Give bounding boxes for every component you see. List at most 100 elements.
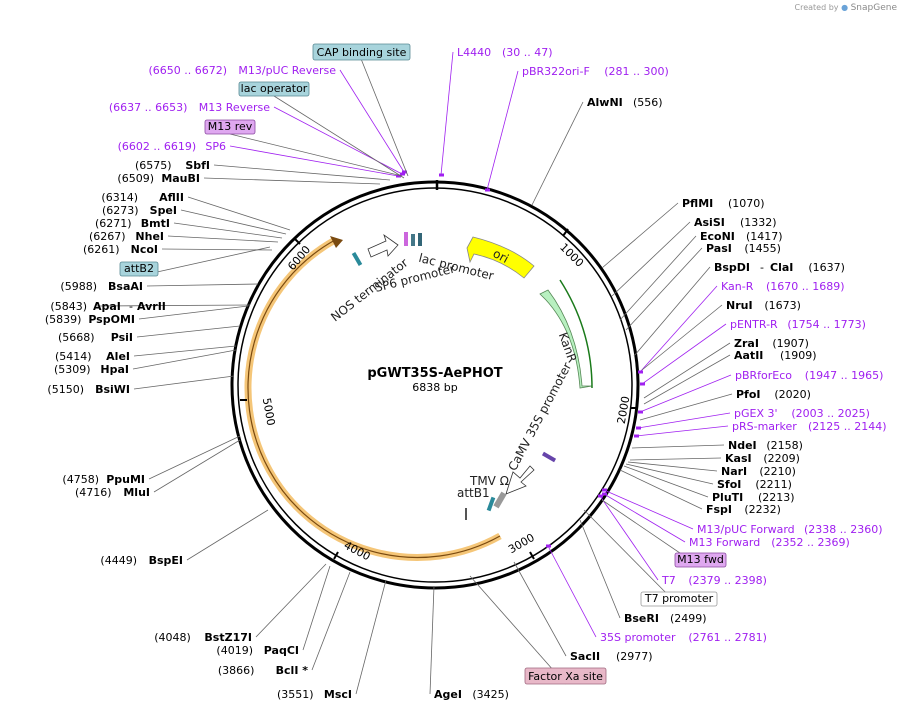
enzyme-position: (2499)	[670, 612, 707, 625]
leader-line	[531, 101, 584, 206]
primer-label: M13 Forward	[689, 536, 760, 549]
nos-terminator-label: NOS terminator	[328, 256, 410, 325]
kanr-line	[559, 279, 593, 389]
leader-line	[601, 202, 679, 269]
leader-line	[631, 444, 725, 449]
leader-line	[146, 283, 259, 287]
enzyme-label: PspOMI	[88, 313, 135, 326]
camv-35s-arrow	[505, 465, 535, 495]
primer-range: (2352 .. 2369)	[771, 536, 850, 549]
primer-mark	[640, 382, 645, 386]
leader-line	[583, 509, 680, 607]
enzyme-label: BseRI	[624, 612, 659, 625]
enzyme-position: (2211)	[755, 478, 792, 491]
leader-line	[186, 509, 269, 561]
enzyme-label: FspI	[706, 503, 732, 516]
enzyme-label: AsiSI	[694, 216, 725, 229]
enzyme-position: (4019)	[216, 644, 253, 657]
enzyme-position: (556)	[633, 96, 663, 109]
enzyme-position: (5309)	[54, 363, 91, 376]
leader-line	[625, 247, 703, 331]
enzyme-position: (4048)	[154, 631, 191, 644]
leader-line	[361, 59, 409, 177]
primer-range: (2338 .. 2360)	[804, 523, 883, 536]
enzyme-label: PflMI	[682, 197, 713, 210]
primer-mark	[638, 370, 643, 374]
leader-line	[133, 345, 237, 357]
leader-line	[619, 469, 703, 510]
boxed-label: CAP binding site	[317, 46, 407, 59]
enzyme-label: BspDI	[714, 261, 750, 274]
leader-line	[623, 465, 709, 498]
primer-range: (6637 .. 6653)	[109, 101, 188, 114]
leader-line	[229, 145, 399, 177]
plasmid-name: pGWT35S-AePHOT	[367, 366, 502, 381]
primer-label: Kan-R	[721, 280, 754, 293]
primer-label: pRS-marker	[732, 420, 797, 433]
enzyme-position: (4716)	[75, 486, 112, 499]
enzyme-label: NruI	[726, 299, 753, 312]
enzyme-label: NdeI	[728, 439, 757, 452]
primer-mark	[602, 488, 607, 492]
primer-mark	[634, 434, 639, 438]
leader-line	[153, 439, 241, 493]
boxed-label-bg	[640, 591, 718, 607]
tick-label: 2000	[615, 395, 633, 425]
enzyme-label: PluTI	[712, 491, 743, 504]
leader-line	[547, 545, 597, 638]
enzyme-label: AleI	[106, 350, 130, 363]
primer-label: M13 Reverse	[199, 101, 270, 114]
primer-range: (2003 .. 2025)	[791, 407, 870, 420]
primer-range: (1670 .. 1689)	[766, 280, 845, 293]
enzyme-label: ZraI	[734, 337, 759, 350]
enzyme-position: (5668)	[58, 331, 95, 344]
leader-line	[167, 235, 279, 243]
leader-line	[203, 177, 381, 185]
enzyme-position: (1673)	[764, 299, 801, 312]
leader-line	[625, 463, 714, 485]
primer-label: SP6	[205, 140, 226, 153]
boxed-label: Factor Xa site	[528, 670, 603, 683]
leader-line	[643, 342, 731, 399]
enzyme-position: (2213)	[758, 491, 795, 504]
leader-line	[641, 323, 727, 385]
enzyme-label: BsaAI	[108, 280, 143, 293]
enzyme-label: AlwNI	[587, 96, 623, 109]
enzyme-label: ApaI	[93, 300, 121, 313]
leader-line	[311, 571, 351, 671]
credit-app: SnapGene	[850, 3, 897, 13]
tick-mark	[562, 228, 569, 237]
enzyme-position: (2158)	[766, 439, 803, 452]
enzyme-label: EcoNI	[700, 230, 735, 243]
enzyme-dash: -	[760, 261, 764, 274]
primer-range: (30 .. 47)	[502, 46, 553, 59]
primer-label: pBRforEco	[735, 369, 792, 382]
enzyme-position: (4449)	[100, 554, 137, 567]
leader-line	[637, 412, 731, 429]
leader-line	[641, 304, 723, 371]
enzyme-position: (1637)	[808, 261, 845, 274]
enzyme-position: (5414)	[55, 350, 92, 363]
primer-label: pBR322ori-F	[522, 65, 590, 78]
tmv-omega-mark	[493, 491, 507, 509]
leader-line	[187, 196, 291, 231]
ori-feature	[466, 236, 535, 279]
primer-mark	[546, 544, 551, 548]
leader-line	[639, 374, 732, 413]
primer-label: pGEX 3'	[734, 407, 778, 420]
enzyme-position: (2232)	[744, 503, 781, 516]
tick-label: 3000	[506, 531, 537, 556]
backbone-outer	[230, 180, 640, 590]
enzyme-position: (6261)	[83, 243, 120, 256]
leader-line	[133, 375, 235, 390]
enzyme-position: (6267)	[89, 230, 126, 243]
leader-line	[635, 425, 729, 437]
primer-range: (2379 .. 2398)	[688, 574, 767, 587]
enzyme-position: (6509)	[117, 172, 154, 185]
cap-site-mark	[418, 233, 422, 246]
boxed-label-bg	[238, 81, 310, 97]
primer-range: (6650 .. 6672)	[148, 64, 227, 77]
primer-range: (281 .. 300)	[604, 65, 669, 78]
leader-line	[611, 221, 691, 297]
enzyme-label: SacII	[570, 650, 600, 663]
